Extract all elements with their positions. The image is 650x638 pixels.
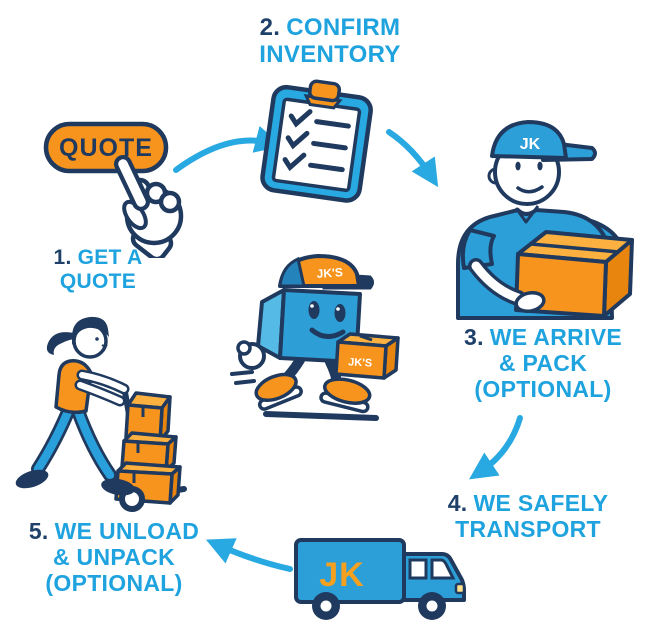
truck-headlight (454, 582, 466, 595)
woman-mouth (101, 344, 108, 347)
stacked-boxes (114, 391, 182, 505)
motion-lines (230, 370, 256, 385)
quote-button[interactable]: QUOTE (43, 121, 169, 174)
worker-smile (516, 185, 544, 194)
worker-cap: JK (490, 120, 597, 162)
worker-eye (537, 161, 543, 171)
mascot-cap-label: JK'S (316, 265, 343, 281)
checklist-line (314, 119, 351, 129)
step-2-label: 2.CONFIRM INVENTORY (198, 14, 462, 68)
step-3-line3: (OPTIONAL) (474, 376, 612, 402)
step-4-line2: TRANSPORT (455, 516, 601, 542)
box-tape (530, 242, 620, 254)
arrow-truck-to-unload (205, 538, 293, 572)
get-a-quote-graphic: QUOTE (43, 121, 184, 258)
worker-hand (514, 290, 546, 314)
worker-eye (515, 161, 521, 171)
mascot-cap: JK'S (278, 254, 374, 290)
step-4-line1: 4.WE SAFELY (447, 490, 609, 516)
worker-cap-label: JK (520, 136, 541, 153)
moving-truck-icon: JK (294, 538, 466, 620)
box-tape (132, 407, 145, 483)
step-2-line1: 2.CONFIRM (259, 14, 401, 41)
clipboard-clip (308, 79, 342, 103)
step-3-line1: 3.WE ARRIVE (464, 324, 622, 350)
step-1-line2: QUOTE (59, 270, 137, 293)
box-mascot-walking-illustration: JK'S JK'S (230, 254, 400, 421)
clipboard-checklist-icon (260, 79, 373, 203)
mascot-smile (309, 327, 346, 339)
step-3-line2: & PACK (498, 350, 588, 376)
truck-side-window (408, 558, 428, 580)
woman-front-shoe (101, 478, 135, 496)
step-1-line1: 1.GET A (53, 246, 143, 269)
step-5-line1: 5.WE UNLOAD (28, 518, 200, 544)
checklist-line (311, 140, 348, 151)
mascot-eye (334, 304, 346, 322)
mascot-box-label: JK'S (348, 356, 373, 369)
mascot-carried-box: JK'S (334, 332, 400, 380)
step-5-line2: & UNPACK (52, 544, 176, 570)
step-2-line2: INVENTORY (259, 41, 401, 68)
woman-hair (72, 316, 109, 345)
truck-windshield (430, 558, 456, 580)
checklist-rows (282, 109, 351, 173)
checkmark-icon (288, 109, 313, 128)
step-5-line3: (OPTIONAL) (45, 570, 183, 596)
woman-back-shoe (15, 469, 49, 489)
box-tape (359, 334, 373, 342)
mascot-right-shoe (319, 377, 372, 414)
checklist-line (308, 162, 345, 173)
hand-cursor-icon (114, 155, 184, 258)
worker-collar (514, 205, 540, 224)
arrow-inventory-to-arrive (386, 129, 439, 188)
cap-crown (490, 120, 568, 160)
step-4-label: 4.WE SAFELY TRANSPORT (408, 490, 648, 542)
checkmark-icon (282, 152, 307, 172)
mascot-glove (236, 340, 266, 370)
step-3-label: 3.WE ARRIVE & PACK (OPTIONAL) (438, 324, 648, 402)
woman-ponytail (46, 332, 76, 355)
mover-holding-box-illustration: JK (456, 120, 634, 320)
mascot-shadow (263, 411, 379, 421)
worker-left-sleeve (460, 228, 496, 270)
step-5-label: 5.WE UNLOAD & UNPACK (OPTIONAL) (6, 518, 222, 596)
truck-label: JK (319, 556, 364, 594)
arrow-quote-to-inventory (173, 126, 283, 173)
step-1-label: 1.GET A QUOTE (24, 246, 172, 294)
mascot-left-shoe (254, 372, 303, 411)
checkmark-icon (285, 130, 310, 150)
woman-eye (95, 337, 99, 341)
arrow-pack-to-transport (469, 415, 523, 480)
woman-pushing-hand-truck-illustration (15, 316, 187, 512)
mascot-eye (308, 301, 320, 319)
cap-back (278, 256, 306, 288)
quote-button-label[interactable]: QUOTE (59, 134, 153, 162)
